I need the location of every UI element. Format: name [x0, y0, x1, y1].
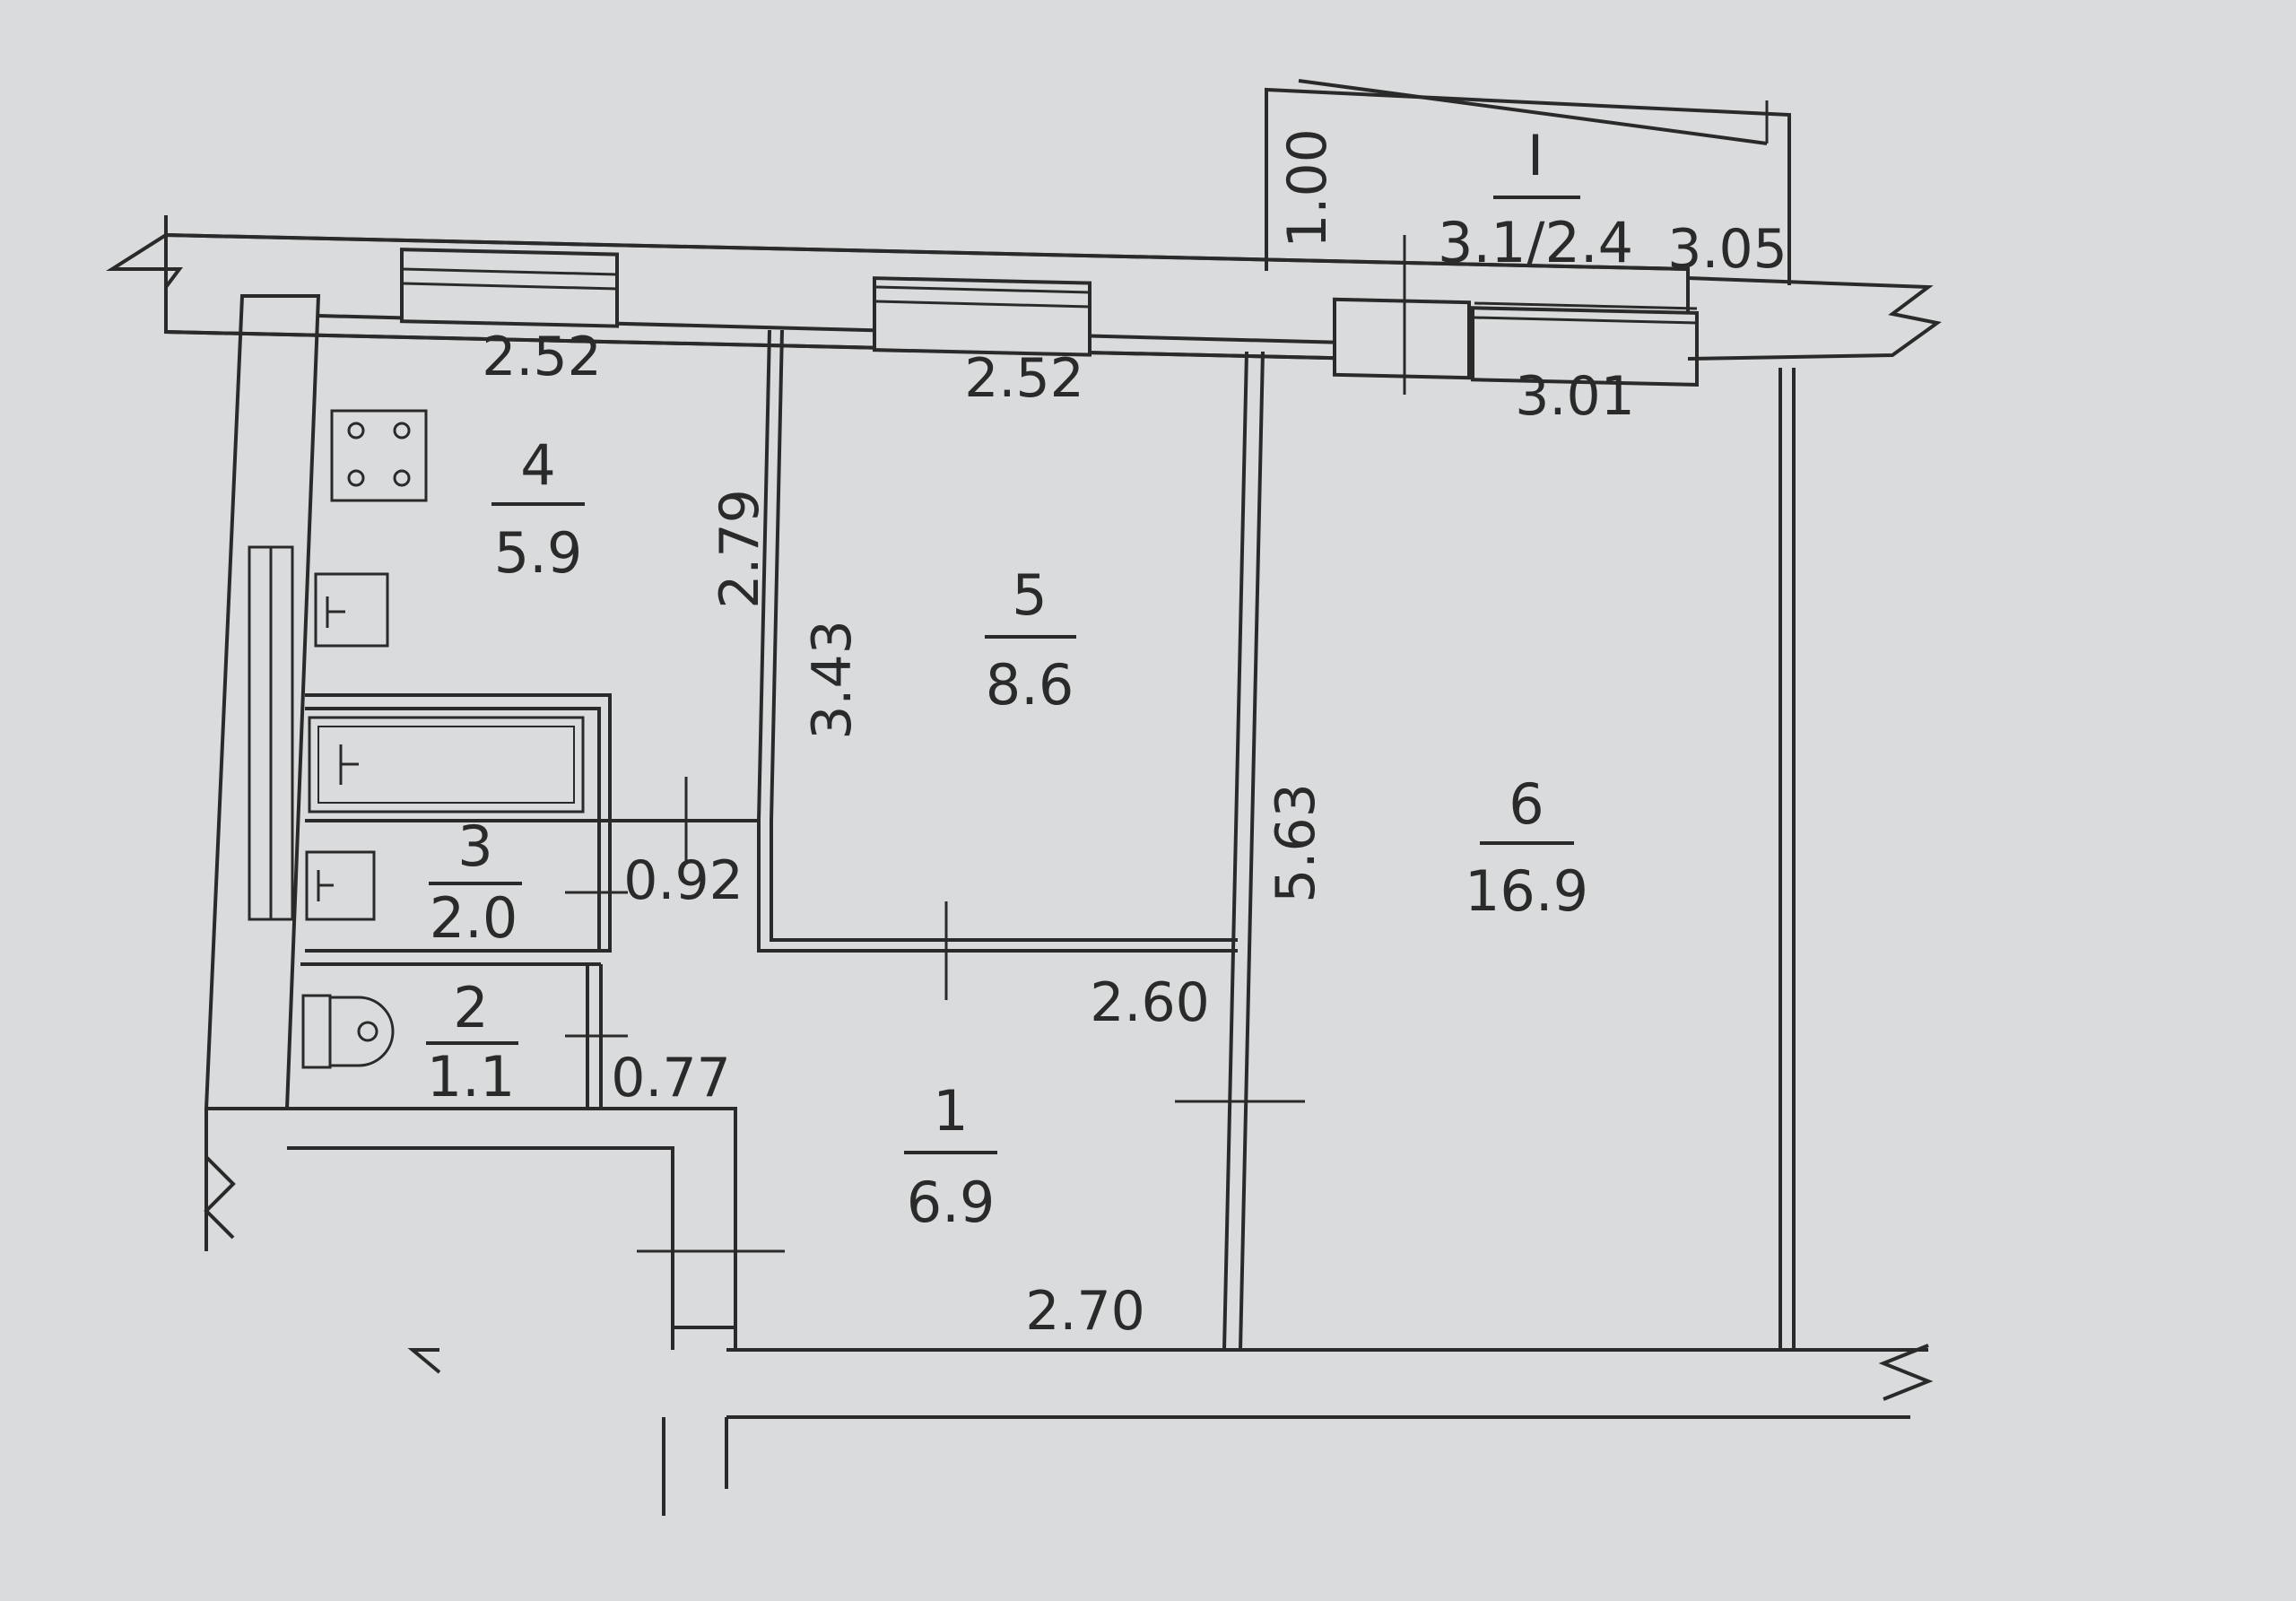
dim-room6-depth: 5.63 [1265, 783, 1327, 903]
balcony [1265, 79, 1791, 285]
room-label-1: 1 6.9 [904, 1078, 997, 1235]
stove-icon [330, 409, 428, 502]
interior-walls [287, 329, 1928, 1516]
radiator-icon [248, 545, 294, 921]
room-label-6: 6 16.9 [1465, 771, 1588, 924]
room-label-2: 2 1.1 [426, 975, 518, 1109]
room-number-3: 3 [457, 814, 492, 879]
washbasin-icon [305, 850, 376, 921]
room-number-balcony: I [1527, 123, 1544, 188]
balcony-door [1333, 235, 1471, 395]
dim-room6-width: 3.01 [1515, 365, 1635, 428]
window-room5 [873, 276, 1091, 357]
dim-balcony-depth: 1.00 [1276, 128, 1339, 248]
room-area-2: 1.1 [427, 1044, 516, 1109]
dim-kitchen-depth: 2.79 [709, 489, 771, 609]
window-room6 [1471, 301, 1699, 387]
room-label-3: 3 2.0 [429, 814, 522, 951]
room-area-balcony: 3.1/2.4 [1438, 210, 1633, 275]
sink-icon [314, 572, 389, 648]
bathtub-icon [308, 716, 585, 814]
room-number-5: 5 [1012, 562, 1047, 628]
dim-kitchen-width: 2.52 [482, 326, 602, 388]
toilet-icon [301, 994, 395, 1069]
wall-break-marks [106, 215, 1942, 1401]
dim-room5-depth: 3.43 [801, 620, 864, 740]
room-area-3: 2.0 [430, 885, 518, 951]
room-number-4: 4 [520, 432, 555, 498]
room-label-4: 4 5.9 [491, 432, 585, 586]
room-area-4: 5.9 [494, 520, 583, 586]
room-area-6: 16.9 [1465, 858, 1588, 924]
room-area-1: 6.9 [907, 1170, 996, 1235]
room-label-balcony: I 3.1/2.4 [1438, 123, 1633, 275]
room-number-2: 2 [453, 975, 488, 1040]
room-label-5: 5 8.6 [985, 562, 1076, 718]
dim-balcony-width: 3.05 [1667, 218, 1787, 281]
dim-room5-width: 2.52 [964, 347, 1084, 410]
room-number-6: 6 [1509, 771, 1544, 837]
dim-bath-corridor: 0.92 [623, 849, 744, 912]
dim-wc-corridor: 0.77 [611, 1047, 731, 1109]
room-area-5: 8.6 [986, 652, 1074, 718]
window-kitchen [400, 248, 619, 328]
room-number-1: 1 [933, 1078, 968, 1144]
dim-hall-bottom: 2.70 [1025, 1280, 1145, 1343]
dim-hall-top: 2.60 [1090, 971, 1210, 1034]
